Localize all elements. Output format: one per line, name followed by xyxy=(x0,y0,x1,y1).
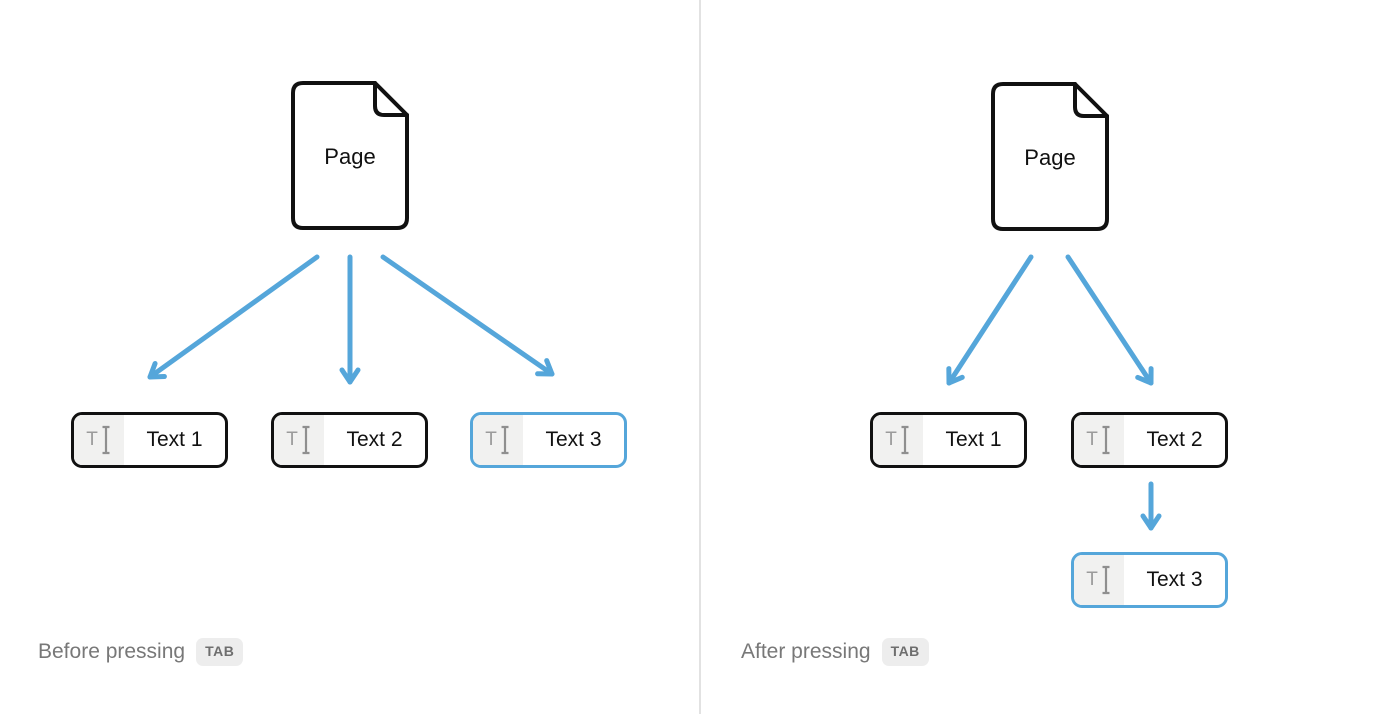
text-cursor-icon: T xyxy=(274,415,324,465)
text-block-2: T Text 2 xyxy=(1071,412,1228,468)
text-block-label: Text 2 xyxy=(346,428,403,451)
document-outline-icon xyxy=(991,82,1109,231)
caption-after: After pressing TAB xyxy=(741,638,929,666)
arrow-page-to-text2 xyxy=(1065,254,1154,386)
text-cursor-icon: T xyxy=(1074,415,1124,465)
text-block-2: T Text 2 xyxy=(271,412,428,468)
text-block-1: T Text 1 xyxy=(870,412,1027,468)
text-block-label: Text 1 xyxy=(146,428,203,451)
text-cursor-icon: T xyxy=(74,415,124,465)
page-label: Page xyxy=(1024,144,1076,170)
text-type-glyph: T xyxy=(485,428,497,450)
arrow-page-to-text3 xyxy=(380,254,555,377)
caption-text: After pressing xyxy=(741,639,871,663)
text-block-label: Text 3 xyxy=(1146,568,1203,591)
tab-key-badge: TAB xyxy=(196,638,244,666)
page-icon: Page xyxy=(291,81,409,230)
text-type-glyph: T xyxy=(1086,568,1098,590)
page-icon: Page xyxy=(991,82,1109,231)
text-cursor-icon: T xyxy=(873,415,923,465)
ibeam-cursor-icon xyxy=(501,425,509,455)
text-block-1: T Text 1 xyxy=(71,412,228,468)
text-type-glyph: T xyxy=(86,428,98,450)
tab-key-badge: TAB xyxy=(881,638,929,666)
ibeam-cursor-icon xyxy=(302,425,310,455)
ibeam-cursor-icon xyxy=(1102,565,1110,595)
ibeam-cursor-icon xyxy=(901,425,909,455)
text-block-label: Text 2 xyxy=(1146,428,1203,451)
text-block-label: Text 1 xyxy=(945,428,1002,451)
arrow-page-to-text1 xyxy=(147,254,320,380)
text-type-glyph: T xyxy=(885,428,897,450)
page-label: Page xyxy=(324,143,376,169)
ibeam-cursor-icon xyxy=(1102,425,1110,455)
ibeam-cursor-icon xyxy=(102,425,110,455)
panel-divider xyxy=(699,0,701,714)
arrow-page-to-text1 xyxy=(946,254,1034,386)
caption-text: Before pressing xyxy=(38,639,186,663)
text-cursor-icon: T xyxy=(1074,555,1124,605)
text-block-label: Text 3 xyxy=(545,428,602,451)
text-type-glyph: T xyxy=(1086,428,1098,450)
text-block-3-selected: T Text 3 xyxy=(1071,552,1228,608)
caption-before: Before pressing TAB xyxy=(38,638,244,666)
text-type-glyph: T xyxy=(286,428,298,450)
text-cursor-icon: T xyxy=(473,415,523,465)
document-outline-icon xyxy=(291,81,409,230)
text-block-3-selected: T Text 3 xyxy=(470,412,627,468)
